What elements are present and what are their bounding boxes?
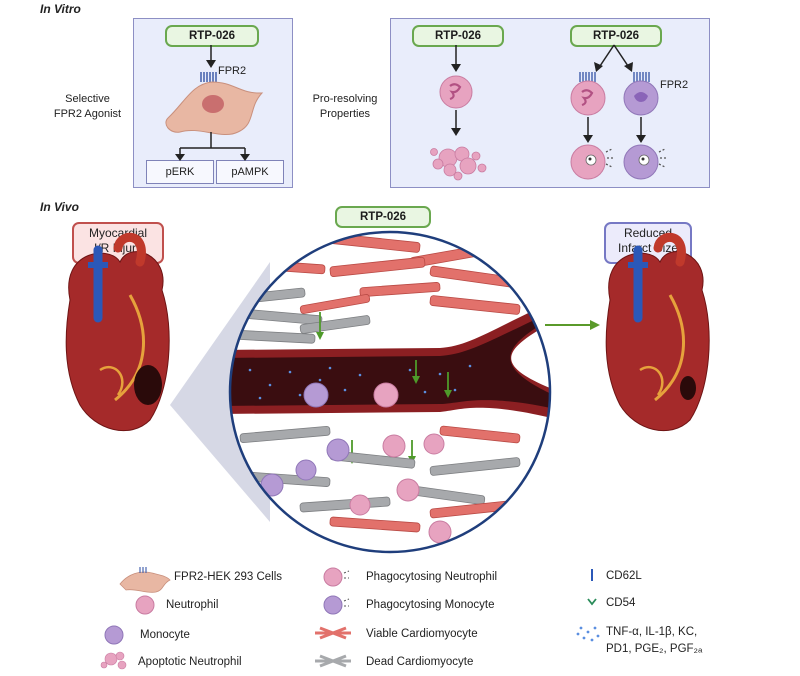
legend-phago-neutrophil: Phagocytosing Neutrophil: [366, 571, 498, 583]
legend-phago-monocyte: Phagocytosing Monocyte: [366, 599, 495, 611]
legend-icons: [100, 567, 600, 670]
recovered-heart-icon: [605, 232, 710, 432]
legend-monocyte: Monocyte: [140, 629, 190, 641]
in-vivo-title: In Vivo: [40, 200, 79, 214]
legend-dead: Dead Cardiomyocyte: [366, 656, 474, 668]
pampk-box: pAMPK: [216, 160, 284, 184]
legend-cytokines-2: PD1, PGE₂, PGF₂ₐ: [606, 643, 703, 655]
legend-cd54: CD54: [606, 597, 636, 609]
perk-box: pERK: [146, 160, 214, 184]
rtp026-pill-vivo: RTP-026: [335, 206, 431, 228]
legend-fpr2-cells: FPR2-HEK 293 Cells: [174, 571, 283, 583]
rtp026-pill-right-a: RTP-026: [412, 25, 504, 47]
in-vitro-title: In Vitro: [40, 2, 81, 16]
legend-cytokines-1: TNF-α, IL-1β, KC,: [606, 626, 698, 638]
fpr2-agonist-label: FPR2 Agonist: [53, 108, 122, 120]
rtp026-pill-right-b: RTP-026: [570, 25, 662, 47]
legend-apoptotic: Apoptotic Neutrophil: [138, 656, 242, 668]
rtp026-pill-left: RTP-026: [165, 25, 259, 47]
fpr2-label-left: FPR2: [218, 65, 247, 77]
legend-neutrophil: Neutrophil: [166, 599, 219, 611]
legend-viable: Viable Cardiomyocyte: [366, 628, 478, 640]
injured-heart-icon: [65, 232, 170, 432]
properties-label: Properties: [319, 108, 371, 120]
fpr2-label-right: FPR2: [660, 79, 689, 91]
legend-cd62l: CD62L: [606, 570, 642, 582]
selective-label: Selective: [65, 93, 110, 105]
pro-resolving-label: Pro-resolving: [312, 93, 378, 105]
